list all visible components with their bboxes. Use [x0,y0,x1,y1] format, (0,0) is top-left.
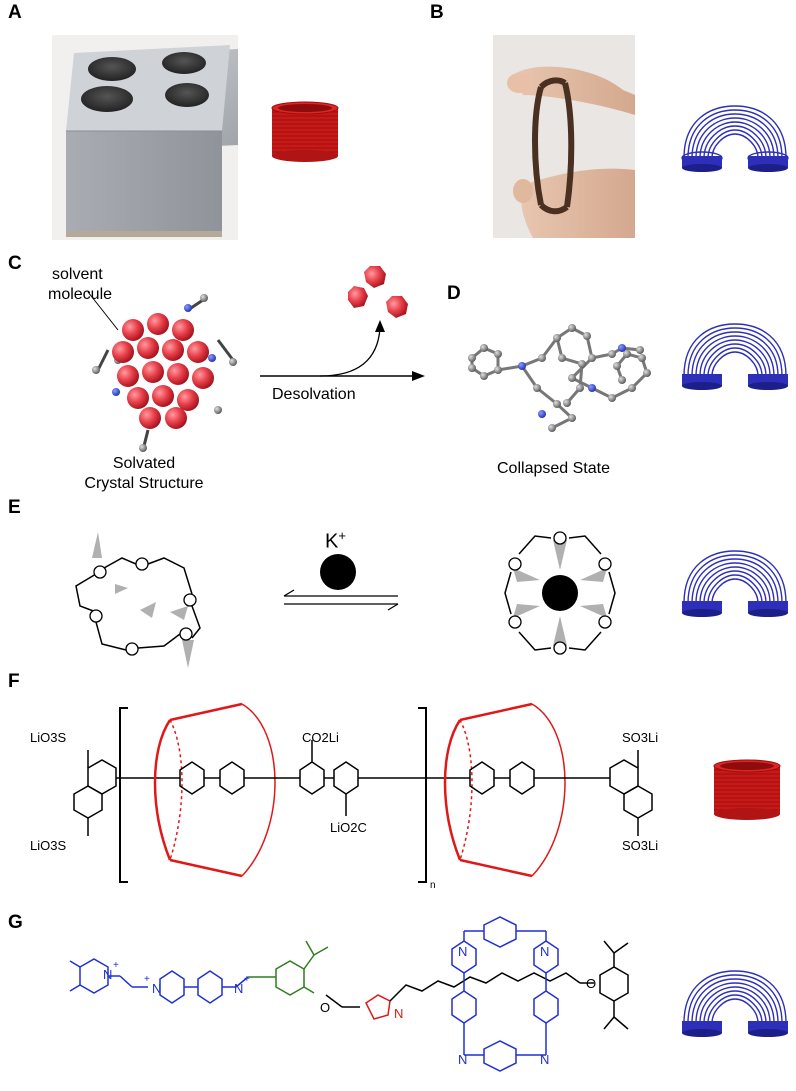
panel-label-a: A [8,2,22,23]
g-oxygen-1: O [320,1000,331,1015]
solvent-label-line2: molecule [48,286,113,303]
collapsed-state-caption: Collapsed State [497,460,610,477]
g-cyclophane-n3: N [458,1052,468,1067]
panel-label-c: C [8,253,22,274]
g-nitrogen-1: N [103,967,113,982]
red-spring-f [713,759,781,820]
polymer-rotaxane-structure [73,702,653,883]
equilibrium-arrows [283,554,399,611]
g-cyclophane-n1: N [458,944,468,959]
g-nitrogen-2: N [152,981,162,996]
crown-ether-free [75,532,201,668]
collapsed-state-structure [468,324,651,432]
panel-label-e: E [8,497,21,518]
desolvation-label: Desolvation [272,386,356,403]
group-left-bottom: LiO3S [30,838,67,853]
g-plus-2: + [144,974,150,985]
blue-spring-g [682,970,788,1037]
crown-ether-complex [504,531,616,655]
solvated-crystal-structure [87,291,237,452]
aluminium-block-photo [52,35,238,240]
blue-spring-d [682,323,788,390]
group-mid-top: CO2Li [302,730,339,745]
group-mid-bottom: LiO2C [330,820,367,835]
panel-label-b: B [430,2,444,23]
panel-label-f: F [8,671,20,692]
released-solvent-molecules [348,266,408,318]
g-triazole-n: N [394,1006,404,1021]
potassium-label: K+ [325,528,346,553]
desolvation-arrow [260,320,425,381]
g-cyclophane-n4: N [540,1052,550,1067]
blue-spring-e [682,550,788,617]
g-plus-1: + [113,960,119,971]
g-cyclophane-n2: N [540,944,550,959]
crystal-caption-line2: Crystal Structure [84,475,204,492]
g-plus-3: + [244,974,250,985]
blue-spring-extended [681,105,789,172]
red-spring-compressed [271,101,339,162]
panel-label-g: G [8,912,23,933]
repeat-subscript: n [430,880,436,891]
group-left-top: LiO3S [30,730,67,745]
group-right-top: SO3Li [622,730,659,745]
g-oxygen-2: O [586,976,597,991]
solvent-label-line1: solvent [52,266,103,283]
elastic-band-hand-photo [493,35,635,238]
g-nitrogen-3: N [234,981,244,996]
crystal-caption-line1: Solvated [112,455,176,472]
panel-label-d: D [447,283,461,304]
group-right-bottom: SO3Li [622,838,659,853]
molecular-pump-structure [69,916,629,1072]
